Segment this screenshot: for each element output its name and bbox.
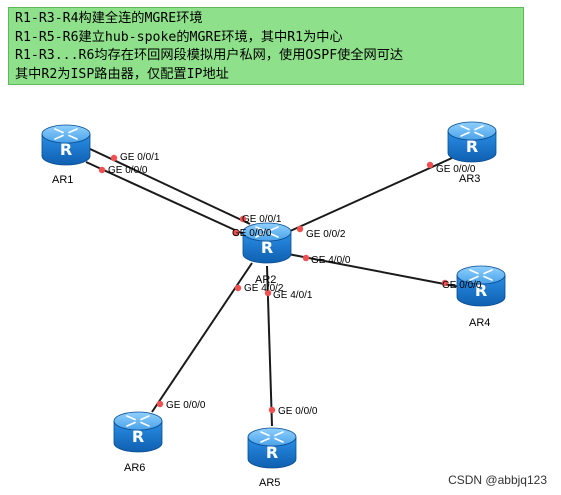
router-ar3[interactable]: R AR3	[447, 121, 497, 185]
port-dot-ar6	[156, 400, 164, 408]
watermark: CSDN @abbjq123	[448, 473, 547, 487]
svg-text:R: R	[266, 443, 278, 462]
port-dots-layer	[98, 154, 449, 414]
link-ar2-ar3-2	[287, 157, 453, 233]
port-label-ar2: GE 0/0/0	[232, 228, 272, 239]
port-dot-ar2	[264, 289, 272, 297]
port-dot-ar4	[441, 279, 449, 287]
port-label-ar1: GE 0/0/0	[108, 165, 148, 176]
note-line-3: R1-R3...R6均存在环回网段模拟用户私网，使用OSPF使全网可达	[15, 48, 404, 63]
link-ar2-ar4-3	[287, 253, 461, 288]
router-ar5[interactable]: R AR5	[247, 427, 297, 489]
port-dot-ar2	[302, 254, 310, 262]
router-ar1[interactable]: R AR1	[41, 124, 91, 186]
link-ar1-ar2-1	[85, 161, 249, 237]
router-icon: R	[456, 265, 506, 307]
port-dot-ar2	[239, 215, 247, 223]
svg-text:R: R	[261, 238, 273, 257]
note-line-2: R1-R5-R6建立hub-spoke的MGRE环境，其中R1为中心	[15, 29, 343, 45]
router-label-ar3: AR3	[459, 173, 480, 185]
router-icon: R	[41, 124, 91, 166]
port-dot-ar2	[296, 225, 304, 233]
router-label-ar1: AR1	[52, 174, 73, 186]
port-label-ar6: GE 0/0/0	[166, 400, 206, 411]
port-dot-ar3	[426, 161, 434, 169]
requirements-note: R1-R3-R4构建全连的MGRE环境 R1-R5-R6建立hub-spoke的…	[8, 7, 524, 85]
note-line-1: R1-R3-R4构建全连的MGRE环境	[15, 11, 203, 26]
port-dot-ar1	[110, 154, 118, 162]
router-icon: R	[447, 121, 497, 163]
router-label-ar5: AR5	[259, 477, 280, 489]
port-label-ar2: GE 0/0/2	[306, 229, 346, 240]
router-ar4[interactable]: R AR4	[456, 265, 506, 329]
port-dot-ar2	[234, 284, 242, 292]
port-dot-ar2	[232, 229, 240, 237]
port-label-ar1: GE 0/0/1	[120, 152, 160, 163]
port-labels-layer: GE 0/0/1 GE 0/0/1 GE 0/0/0 GE 0/0/0 GE 0/0/2…	[108, 152, 482, 417]
port-label-ar4: GE 0/0/0	[442, 280, 482, 291]
port-label-ar2: GE 4/0/1	[273, 290, 313, 301]
svg-text:R: R	[466, 137, 478, 156]
svg-text:R: R	[475, 281, 487, 300]
port-label-ar5: GE 0/0/0	[278, 406, 318, 417]
router-label-ar2: AR2	[255, 274, 276, 286]
note-line-4: 其中R2为ISP路由器，仅配置IP地址	[15, 66, 229, 82]
port-label-ar2: GE 0/0/1	[242, 214, 282, 225]
router-icon: R	[247, 427, 297, 469]
port-dot-ar1	[98, 166, 106, 174]
svg-text:R: R	[60, 140, 72, 159]
port-label-ar3: GE 0/0/0	[436, 164, 476, 175]
port-label-ar2: GE 4/0/2	[244, 283, 284, 294]
port-dot-ar5	[268, 406, 276, 414]
router-ar6[interactable]: R AR6	[113, 411, 163, 474]
router-label-ar4: AR4	[469, 317, 490, 329]
port-label-ar2: GE 4/0/0	[311, 255, 351, 266]
router-icon: R	[242, 222, 292, 264]
router-label-ar6: AR6	[124, 462, 145, 474]
router-icon: R	[113, 411, 163, 453]
router-ar2[interactable]: R AR2	[242, 222, 292, 286]
svg-text:R: R	[132, 427, 144, 446]
